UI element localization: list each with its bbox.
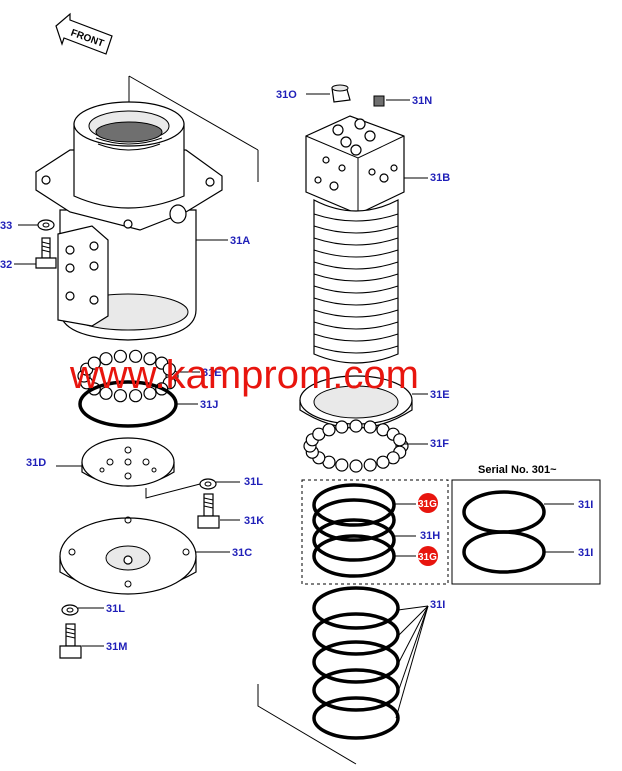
serial-label: Serial No. 301~ [478,464,557,476]
spindle-groove [313,261,399,270]
spindle-groove [313,249,399,258]
ball-ring-31F [303,419,428,473]
callout-31E-upper: 31E [202,367,222,379]
spindle-shaft [313,199,399,364]
bearing-ball [129,349,143,363]
spindle-groove [313,213,399,222]
bearing-ball [87,356,101,370]
watermark-text: www.kamprom.com [69,353,419,397]
callout-31I-box-upper: 31I [578,499,593,511]
rings-31I-serial [462,490,574,574]
spindle-groove [313,285,399,294]
seal-rings-31G-31H [312,483,416,578]
spindle-groove [313,345,399,354]
bearing-ball [376,455,390,469]
callout-31G-upper-badge: 31G [418,493,438,513]
plug-31N [373,95,410,107]
bearing-ball [349,419,363,433]
callout-31H: 31H [420,530,440,542]
spindle-groove [313,273,399,282]
front-arrow-icon: FRONT [55,12,113,55]
cover-31C [59,516,230,595]
bearing-ball [143,352,157,366]
plate-31D [56,437,175,487]
callout-31L-upper: 31L [244,476,263,488]
ring-31J [78,380,198,428]
callout-31F: 31F [430,438,449,450]
callout-31C: 31C [232,547,252,559]
ring-stack-31I [312,586,429,740]
plug-31O [306,84,351,103]
swivel-housing-31A [35,75,259,341]
bearing-ball [363,420,377,434]
spindle-groove [313,237,399,246]
bolt-32 [14,237,57,269]
callout-31M: 31M [106,641,127,653]
seal-group-box [301,479,449,585]
bearing-ball [99,352,113,366]
callout-31K: 31K [244,515,264,527]
spindle-groove [313,309,399,318]
callout-31G-lower-badge: 31G [418,546,438,566]
callout-31N: 31N [412,95,432,107]
ball-bearing-set [77,349,200,403]
spindle-groove [313,321,399,330]
callout-31L-lower: 31L [106,603,125,615]
callout-31I-stack: 31I [430,599,445,611]
bearing-ball [363,458,377,472]
spindle-groove [313,225,399,234]
alignment-leader [257,684,357,765]
bolt-31M [59,623,104,659]
callout-31A: 31A [230,235,250,247]
washer-33 [18,219,55,231]
spindle-groove [313,333,399,342]
callout-33: 33 [0,220,12,232]
bolt-31K [197,493,240,529]
callout-32: 32 [0,259,12,271]
bearing-ball [349,459,363,473]
callout-31G-lower: 31G [418,552,437,563]
callout-31I-box-lower: 31I [578,547,593,559]
bearing-ball [113,389,128,403]
bearing-ball [322,423,336,437]
bearing-ball [143,386,157,400]
washer-31L-lower [61,604,104,616]
bearing-ball [162,362,176,376]
callout-31D: 31D [26,457,46,469]
bearing-ball [129,389,143,403]
washer-31L-upper [199,478,240,490]
bearing-ball [335,458,349,472]
bearing-ball [113,349,128,363]
bearing-race-31E [299,375,428,429]
callout-31O: 31O [276,89,297,101]
bearing-ball [99,386,113,400]
serial-box [451,479,601,585]
spindle-head-31B [305,115,428,215]
bearing-ball [335,420,349,434]
callout-31E: 31E [430,389,450,401]
bearing-ball [393,433,407,447]
callout-31J: 31J [200,399,218,411]
callout-31B: 31B [430,172,450,184]
spindle-groove [313,297,399,306]
callout-31G-upper: 31G [418,499,437,510]
